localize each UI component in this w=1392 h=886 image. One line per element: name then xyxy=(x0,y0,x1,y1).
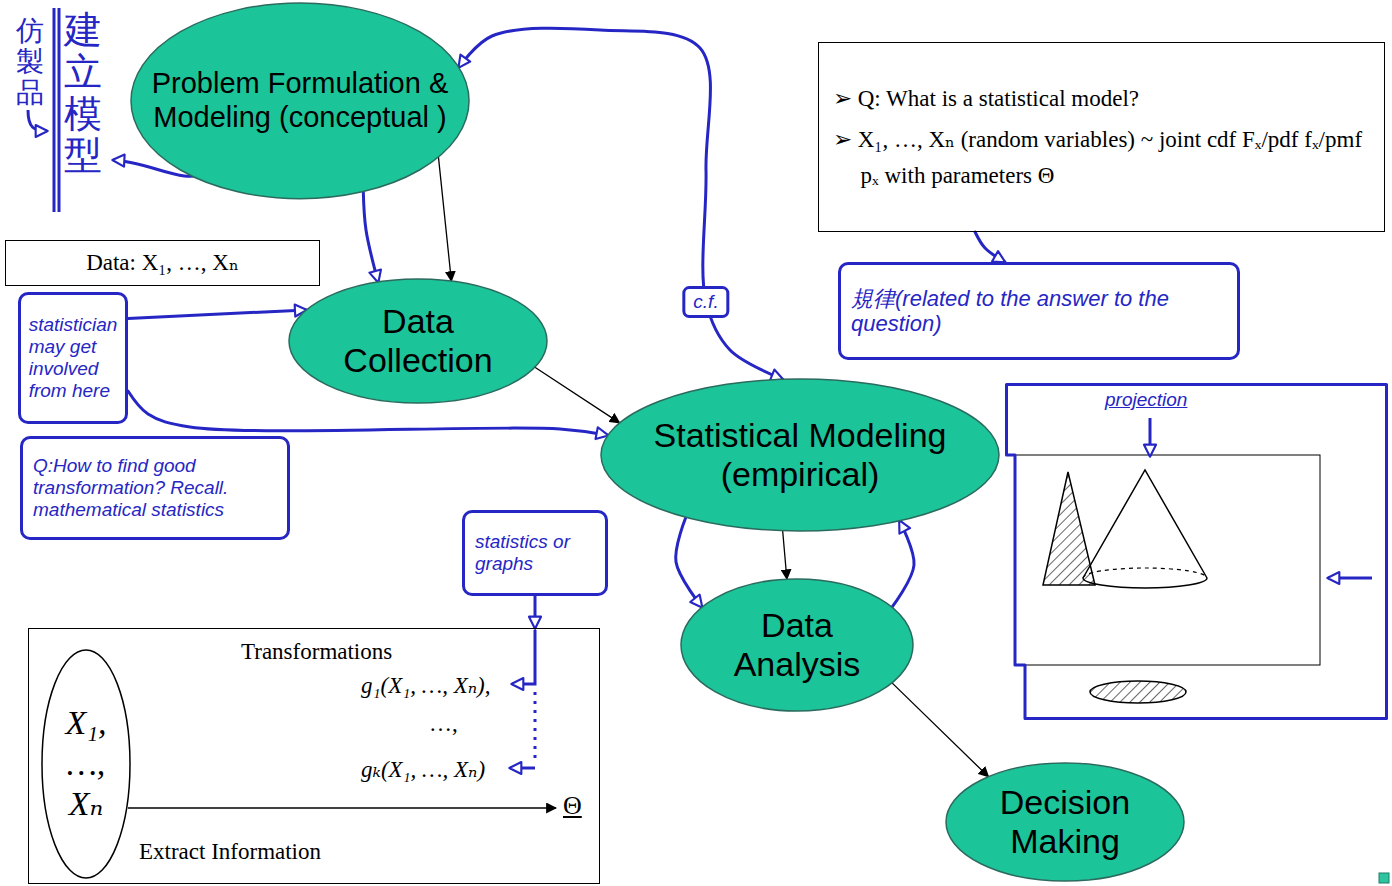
cone-base xyxy=(1083,578,1207,588)
node-body: ➢ Q: What is a statistical model? ➢ X₁, …… xyxy=(819,43,1384,231)
flow-arrow xyxy=(535,367,620,423)
text-holder: Θ xyxy=(563,789,582,823)
annotation-arrow xyxy=(892,521,914,607)
variable-ellipse: X₁, …, Xₙ xyxy=(41,649,131,879)
cone-base-hidden xyxy=(1083,568,1207,578)
text-holder: projection xyxy=(1105,389,1187,411)
slide-marker xyxy=(1379,873,1389,883)
note-label: 建立模型 xyxy=(64,10,102,177)
projection-arrow xyxy=(1328,577,1372,580)
node-text: Problem Formulation & Modeling (conceptu… xyxy=(148,67,452,134)
node-body: Data Analysis xyxy=(680,578,914,712)
annotation-arrow xyxy=(975,232,1005,262)
ellipse-outline xyxy=(42,650,130,878)
text-holder: gₖ(X₁, …, Xₙ) xyxy=(361,755,485,785)
label-holder: 建立模型 xyxy=(64,10,102,177)
flow-arrow xyxy=(438,157,451,281)
text-box: X₁, …, Xₙ Transformations g₁(X₁, …, Xₙ), …,… xyxy=(28,628,600,884)
node-body: 規律(related to the answer to the question… xyxy=(841,265,1237,357)
ellipse-shadow xyxy=(1090,681,1186,703)
node-text: X₁, …, Xₙ xyxy=(58,703,114,825)
node-text: ➢ Q: What is a statistical model? xyxy=(833,81,1139,117)
edge-label-box: c.f. xyxy=(682,286,729,318)
node-body: statistics or graphs xyxy=(465,513,605,593)
node-body: Statistical Modeling (empirical) xyxy=(600,378,1000,532)
annotation-arrow xyxy=(676,517,702,607)
ellipse-outline xyxy=(946,763,1184,881)
projection-frame xyxy=(1015,455,1320,665)
ellipse-outline xyxy=(131,3,469,199)
process-ellipse: Data Collection xyxy=(288,278,548,404)
node-text: statistics or graphs xyxy=(475,531,595,575)
panel-outline xyxy=(1005,383,1388,720)
note-box: Q:How to find good transformation? Recal… xyxy=(20,436,290,540)
node-text: Q:How to find good transformation? Recal… xyxy=(33,455,277,521)
process-ellipse: Statistical Modeling (empirical) xyxy=(600,378,1000,532)
node-body: projection xyxy=(1005,383,1388,720)
text-holder: g₁(X₁, …, Xₙ), xyxy=(361,671,490,701)
note-box: statistics or graphs xyxy=(462,510,608,596)
note-box: 規律(related to the answer to the question… xyxy=(838,262,1240,360)
node-text: Decision Making xyxy=(985,783,1145,861)
process-ellipse: Problem Formulation & Modeling (conceptu… xyxy=(130,2,470,200)
node-body: statistician may get involved from here xyxy=(21,295,125,421)
node-text: Data Analysis xyxy=(717,606,877,684)
ellipse-outline xyxy=(601,379,999,531)
panel-outline-path xyxy=(1007,385,1387,719)
process-ellipse: Data Analysis xyxy=(680,578,914,712)
node-body: Q:How to find good transformation? Recal… xyxy=(23,439,287,537)
bracket-bar xyxy=(53,8,56,212)
ellipse-outline xyxy=(681,579,913,711)
node-text: Extract Information xyxy=(139,837,321,867)
process-ellipse: Decision Making xyxy=(945,762,1185,882)
ellipse-outline xyxy=(289,279,547,403)
node-text: …, xyxy=(429,709,458,739)
flow-arrow xyxy=(892,683,988,777)
flow-arrow xyxy=(783,531,787,580)
text-box: ➢ Q: What is a statistical model? ➢ X₁, …… xyxy=(818,42,1385,232)
node-text: Data: X₁, …, Xₙ xyxy=(86,248,239,278)
leader-arrow xyxy=(512,630,535,684)
note-box: statistician may get involved from here xyxy=(18,292,128,424)
illustration-panel: projection xyxy=(1005,383,1388,720)
node-text: Statistical Modeling (empirical) xyxy=(640,416,960,494)
node-body: Data Collection xyxy=(288,278,548,404)
node-text: g₁(X₁, …, Xₙ), xyxy=(361,671,490,701)
node-text: Θ xyxy=(563,789,582,823)
node-text: projection xyxy=(1105,389,1187,411)
node-text: ➢ X₁, …, Xₙ (random variables) ~ joint c… xyxy=(833,122,1370,193)
node-body: Transformations g₁(X₁, …, Xₙ), …, gₖ(X₁, …,… xyxy=(29,629,599,883)
leader-arrow xyxy=(510,767,535,770)
annotation-arrow xyxy=(128,310,306,318)
note-label: 仿製品 xyxy=(16,16,44,108)
text-holder: Extract Information xyxy=(139,837,321,867)
edge-label: c.f. xyxy=(693,291,718,313)
annotation-arrow xyxy=(534,596,537,628)
dotted-leader xyxy=(534,692,537,760)
text-holder: …, xyxy=(429,709,458,739)
node-text: Data Collection xyxy=(328,302,508,380)
label-holder: 仿製品 xyxy=(16,16,44,108)
leader-arrow xyxy=(28,110,47,131)
node-body: Data: X₁, …, Xₙ xyxy=(6,241,319,285)
triangle-shadow xyxy=(1043,472,1095,585)
annotation-arrow xyxy=(363,192,378,283)
node-text: gₖ(X₁, …, Xₙ) xyxy=(361,755,485,785)
node-text: 規律(related to the answer to the question… xyxy=(851,286,1227,337)
node-body: Problem Formulation & Modeling (conceptu… xyxy=(130,2,470,200)
cone-side xyxy=(1083,470,1207,578)
extract-arrow xyxy=(128,807,556,808)
node-body: X₁, …, Xₙ xyxy=(41,649,131,879)
projection-arrow xyxy=(1149,418,1152,456)
node-body: Decision Making xyxy=(945,762,1185,882)
node-text: Transformations xyxy=(241,637,392,667)
text-box: Data: X₁, …, Xₙ xyxy=(5,240,320,286)
bracket-bar xyxy=(58,8,61,212)
node-text: statistician may get involved from here xyxy=(29,314,118,401)
text-holder: Transformations xyxy=(241,637,392,667)
